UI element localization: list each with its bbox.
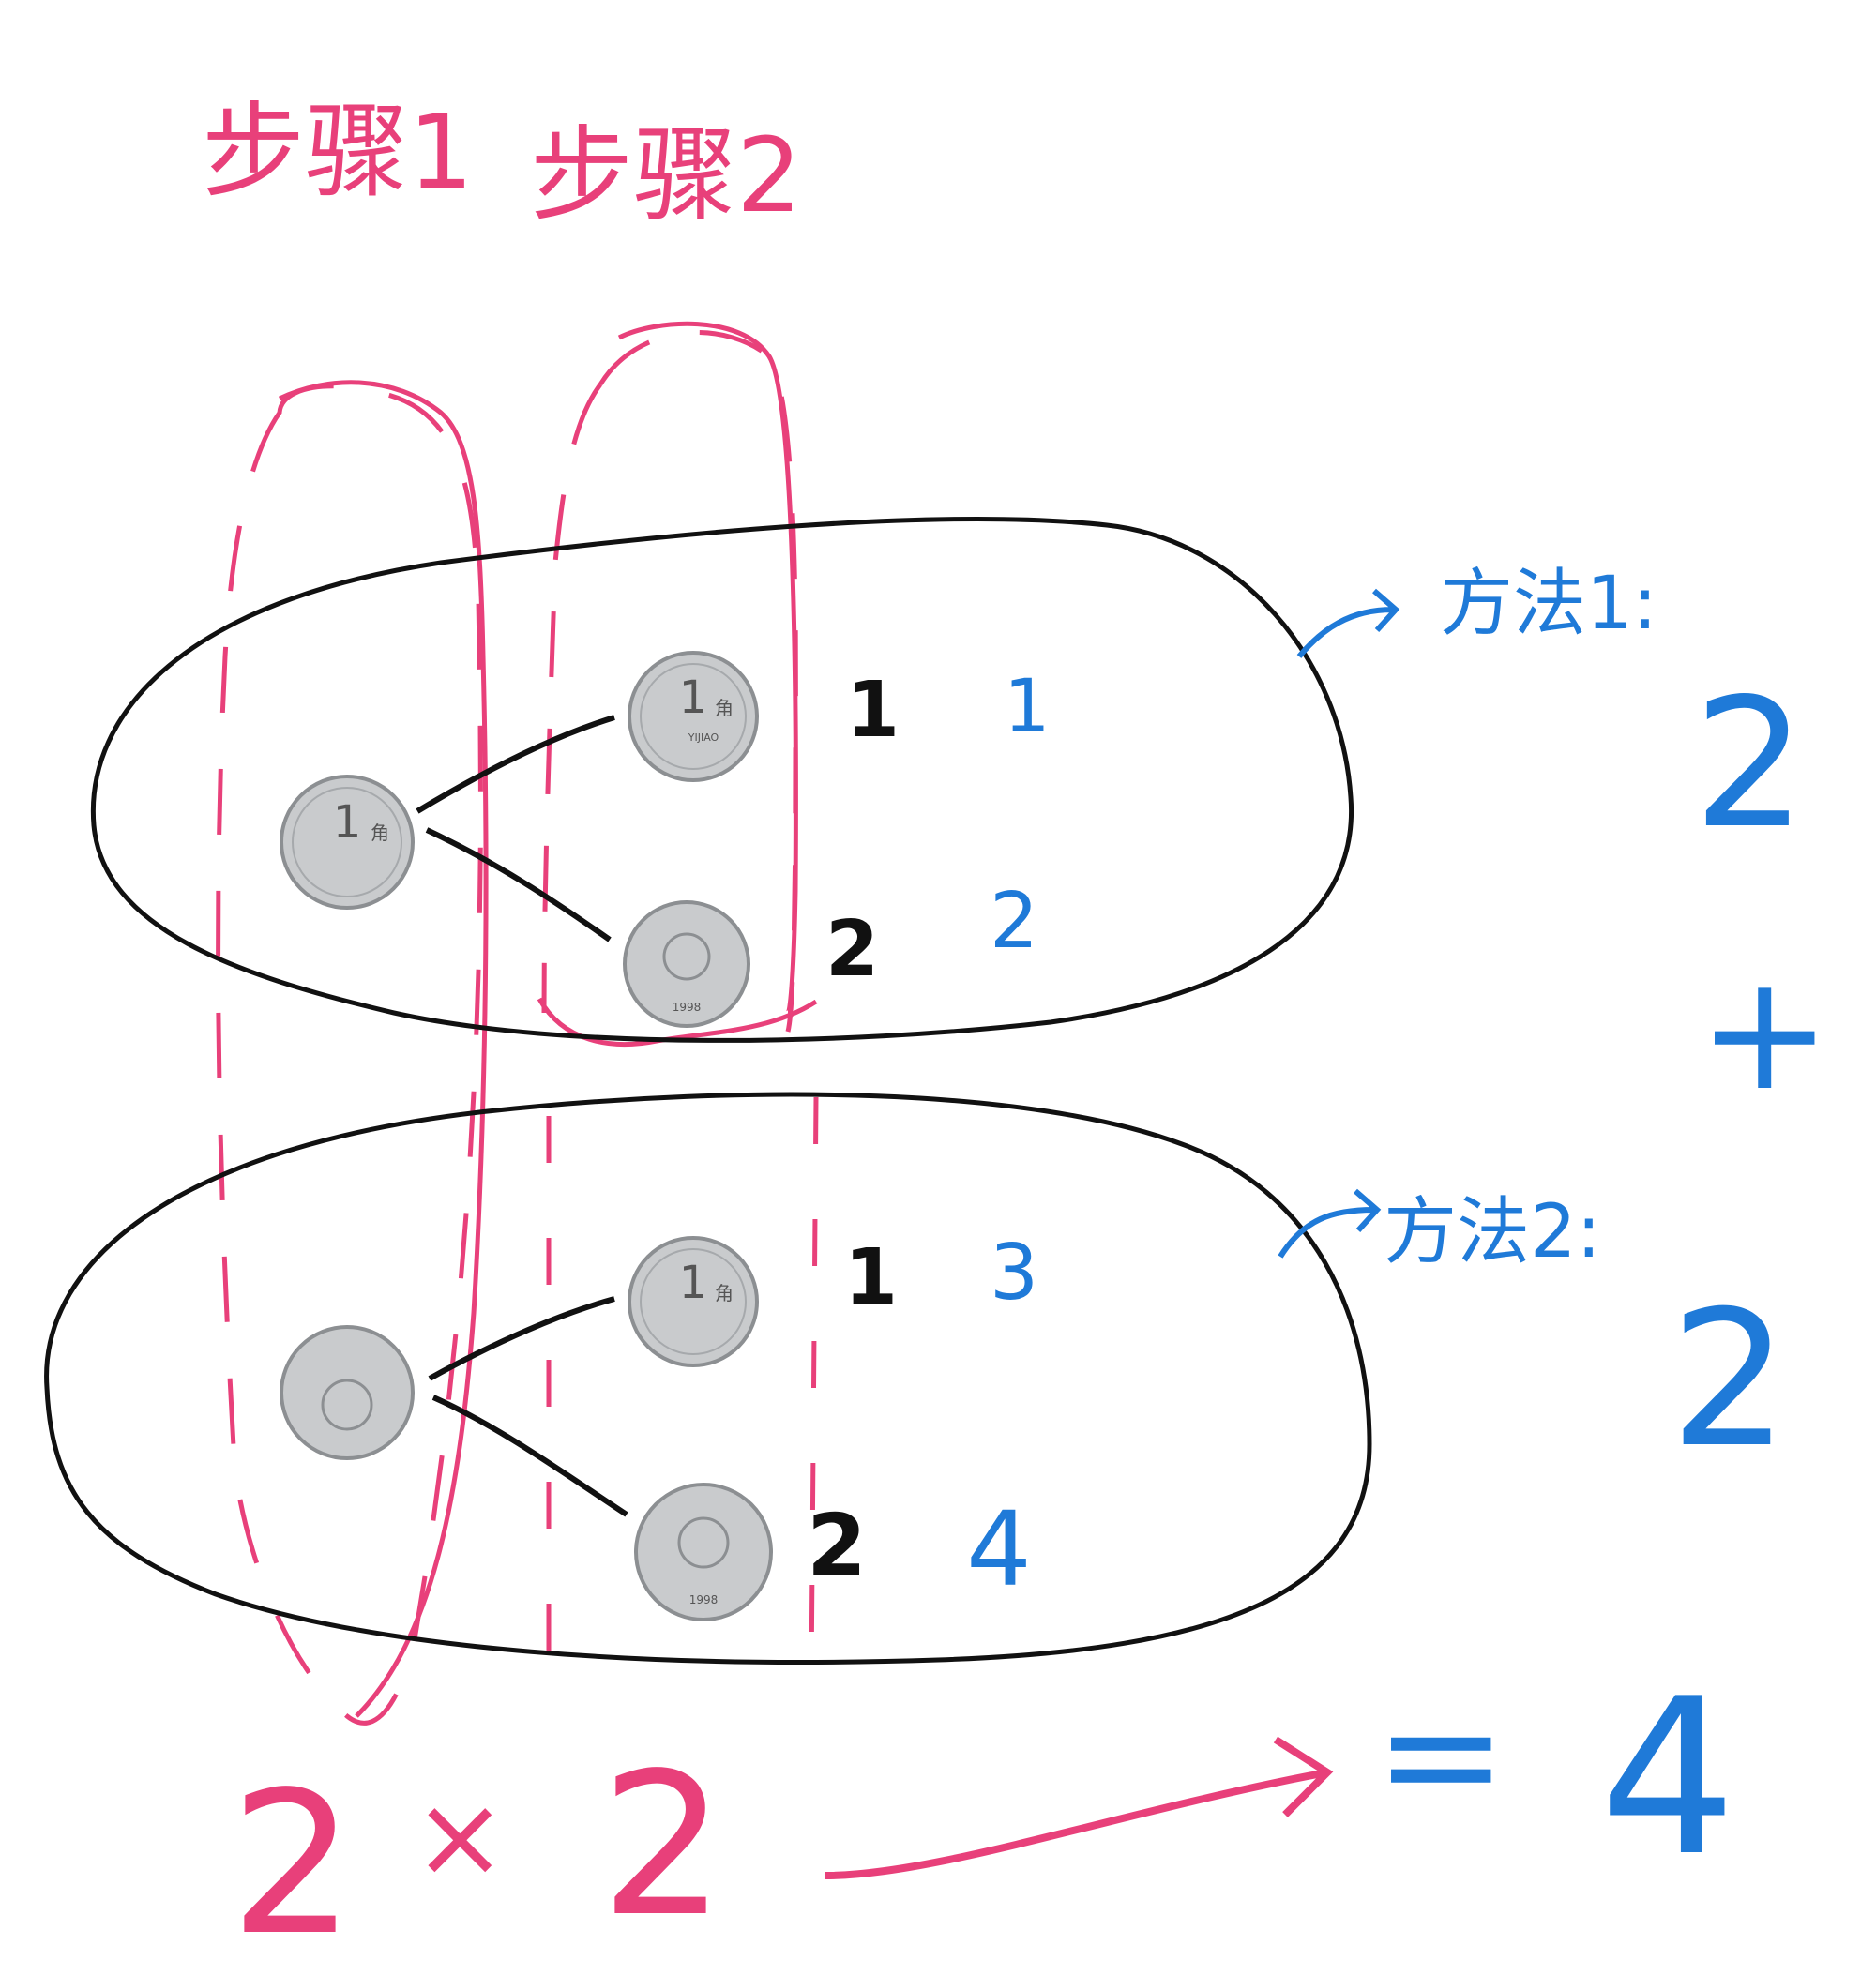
bottom-branch-upper: [428, 1296, 615, 1381]
product-factor-b: 2: [600, 1730, 726, 1960]
product-arrow: [825, 1736, 1334, 1879]
top-choice-1: 1: [846, 666, 900, 755]
product-times-sign: ×: [413, 1772, 507, 1903]
bottom-choice-2: 2: [807, 1496, 867, 1596]
coin-unit: 角: [715, 697, 734, 719]
step1-outline-right: [278, 380, 489, 1718]
step2-selection-outline: [541, 330, 798, 1033]
count-3: 3: [990, 1229, 1038, 1318]
result-equals: =: [1374, 1663, 1507, 1848]
coin-pinyin: YIJIAO: [688, 731, 719, 744]
coin-bottom-tails: 1998: [634, 1483, 773, 1621]
top-choice-2: 2: [825, 905, 879, 994]
coin-denomination: 1: [679, 671, 708, 724]
coin-year: 1998: [673, 1001, 702, 1014]
count-1: 1: [1004, 665, 1051, 749]
method2-label: 方法2:: [1384, 1190, 1601, 1274]
coin-denomination: 1: [333, 796, 362, 849]
sum-term-a: 2: [1693, 660, 1807, 867]
result-value: 4: [1599, 1653, 1736, 1904]
coin-bottom-root: [280, 1325, 415, 1460]
product-factor-a: 2: [230, 1749, 356, 1975]
step1-label: 步骤1: [202, 92, 474, 212]
coin-unit: 角: [715, 1282, 734, 1304]
bottom-choice-1: 1: [844, 1233, 898, 1322]
step1-selection-outline: [216, 384, 483, 1726]
coin-top-root: 1 角: [280, 775, 415, 910]
top-branch-lower: [425, 827, 612, 942]
method2-arrow: [1278, 1188, 1382, 1259]
coin-top-heads: 1 角 YIJIAO: [628, 651, 759, 782]
method1-group-outline: [90, 517, 1354, 1043]
step2-label: 步骤2: [530, 115, 802, 235]
coin-denomination: 1: [679, 1257, 708, 1309]
coin-year: 1998: [689, 1593, 719, 1606]
sum-plus-sign: +: [1698, 941, 1831, 1126]
count-2: 2: [990, 877, 1038, 966]
count-4: 4: [966, 1489, 1032, 1609]
coin-bottom-heads: 1 角: [628, 1236, 759, 1367]
method1-arrow: [1296, 588, 1400, 658]
bottom-branch-lower: [431, 1395, 628, 1517]
sum-term-b: 2: [1670, 1271, 1789, 1489]
coin-top-tails: 1998: [623, 900, 750, 1028]
top-branch-upper: [416, 715, 615, 814]
method1-label: 方法1:: [1440, 562, 1657, 646]
step2-lower-dashes: [546, 1096, 819, 1688]
method2-group-outline: [44, 1092, 1372, 1665]
coin-unit: 角: [371, 822, 389, 844]
